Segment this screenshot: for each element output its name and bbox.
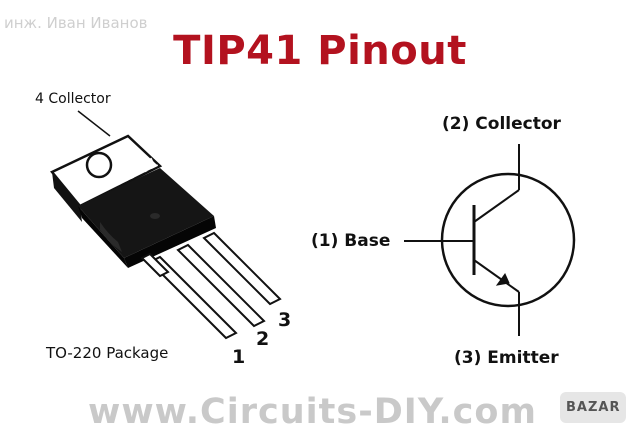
brand-watermark: BAZAR bbox=[560, 392, 627, 423]
lead-3 bbox=[202, 231, 282, 306]
lead-2 bbox=[176, 243, 266, 328]
tab-collector-label: 4 Collector bbox=[35, 91, 111, 107]
npn-symbol bbox=[404, 144, 576, 336]
base-label: (1) Base bbox=[311, 231, 391, 251]
pin-number-2: 2 bbox=[256, 328, 270, 350]
tab-hole bbox=[85, 151, 113, 179]
collector-diagonal bbox=[473, 189, 520, 223]
to220-package bbox=[50, 134, 282, 340]
tab-edge bbox=[52, 172, 82, 222]
website-watermark: www.Circuits-DIY.com bbox=[88, 392, 537, 432]
package-leads bbox=[148, 231, 282, 340]
body-mark-dot bbox=[150, 213, 160, 219]
lead-1-front bbox=[140, 252, 170, 278]
emitter-diagonal bbox=[473, 259, 520, 293]
emitter-label: (3) Emitter bbox=[454, 348, 559, 368]
body-bevel bbox=[100, 222, 122, 252]
author-watermark: инж. Иван Иванов bbox=[4, 14, 148, 32]
package-label: TO-220 Package bbox=[46, 344, 169, 362]
page-title: TIP41 Pinout bbox=[173, 28, 467, 74]
package-body-top bbox=[78, 168, 214, 258]
lead-1 bbox=[148, 255, 238, 340]
pin-number-3: 3 bbox=[278, 309, 292, 331]
package-body-side bbox=[78, 206, 128, 268]
pin-number-1: 1 bbox=[232, 346, 246, 368]
collector-label: (2) Collector bbox=[442, 114, 561, 134]
emitter-arrow bbox=[495, 273, 510, 286]
